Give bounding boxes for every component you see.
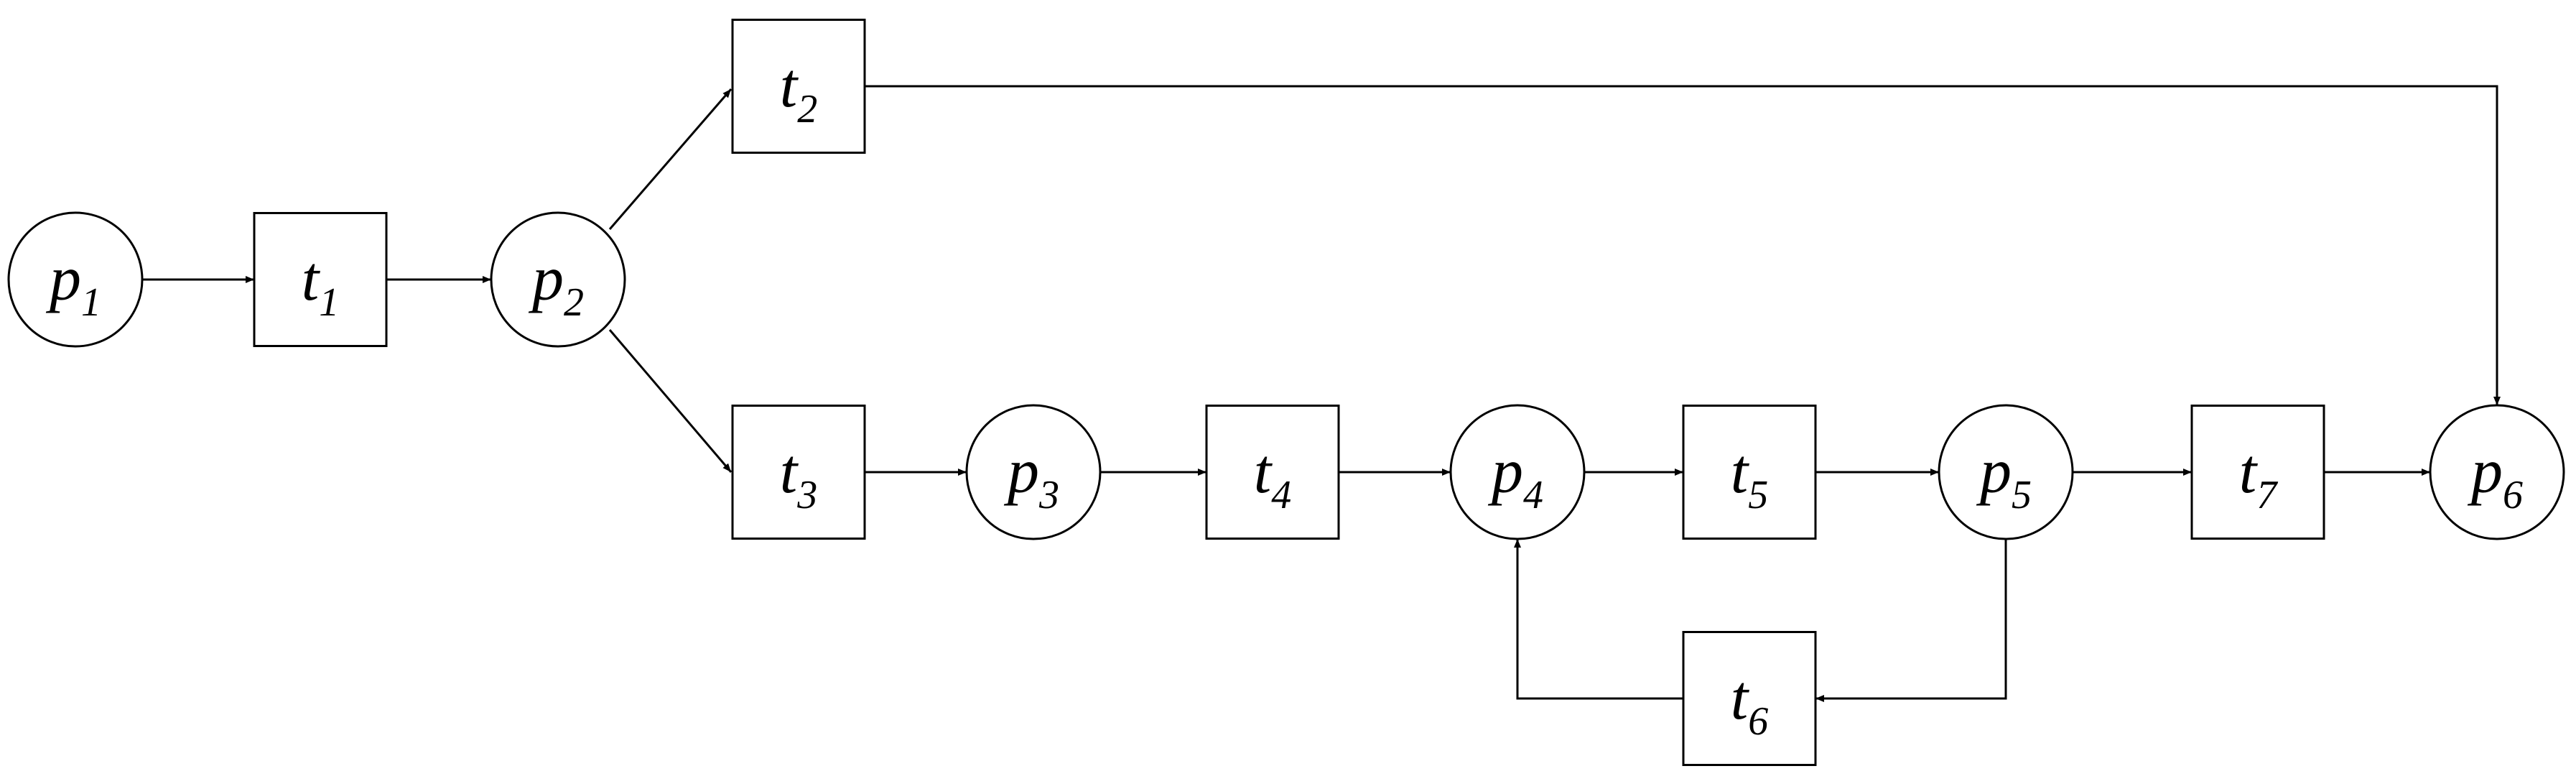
t6-label: t6	[1731, 663, 1768, 744]
transition-box	[1682, 405, 1817, 540]
place-p4: p4	[1449, 404, 1586, 540]
place-p2: p2	[490, 211, 626, 348]
place-circle	[490, 211, 626, 348]
t3-label-index: 3	[796, 473, 817, 517]
t5-label: t5	[1731, 437, 1768, 517]
p6-label: p6	[2467, 437, 2523, 517]
p5-label-index: 5	[2012, 473, 2032, 517]
place-circle	[1938, 404, 2074, 540]
place-circle	[1449, 404, 1586, 540]
p3-label-index: 3	[1038, 473, 1059, 517]
t7-label: t7	[2239, 437, 2278, 517]
p2-label: p2	[528, 244, 584, 325]
p4-label-index: 4	[1523, 473, 1543, 517]
arc-p5-to-t6	[1815, 539, 2007, 702]
place-p5: p5	[1938, 404, 2074, 540]
place-p6: p6	[2429, 404, 2565, 540]
t4-label-index: 4	[1271, 473, 1291, 517]
t6-label-index: 6	[1748, 699, 1768, 744]
t1-label-index: 1	[319, 280, 339, 325]
t7-label-letter: t	[2239, 437, 2259, 507]
t3-label: t3	[780, 437, 817, 517]
p4-label: p4	[1487, 437, 1543, 517]
t5-label-letter: t	[1731, 437, 1750, 507]
t4-label-letter: t	[1254, 437, 1273, 507]
t2-label-index: 2	[797, 87, 817, 132]
t3-label-letter: t	[780, 437, 799, 507]
transition-t3: t3	[731, 405, 866, 540]
transition-t5: t5	[1682, 405, 1817, 540]
place-p1: p1	[7, 211, 144, 348]
place-circle	[7, 211, 144, 348]
p5-label-letter: p	[1976, 437, 2012, 507]
arc-p2-to-t2	[608, 88, 733, 230]
transition-box	[253, 212, 388, 347]
t5-label-index: 5	[1748, 473, 1768, 517]
p3-label: p3	[1003, 437, 1059, 517]
place-p3: p3	[965, 404, 1102, 540]
transition-box	[1682, 631, 1817, 766]
p3-label-letter: p	[1003, 437, 1039, 507]
transition-t6: t6	[1682, 631, 1817, 766]
transition-box	[2190, 405, 2325, 540]
t7-label-index: 7	[2256, 473, 2278, 517]
arc-t2-to-p6	[865, 85, 2501, 405]
place-circle	[2429, 404, 2565, 540]
t2-label-letter: t	[780, 51, 799, 121]
p2-label-letter: p	[528, 244, 564, 314]
t1-label-letter: t	[302, 244, 321, 314]
t1-label: t1	[302, 244, 339, 325]
arc-p2-to-t3	[608, 329, 733, 473]
transition-box	[731, 19, 866, 154]
p2-label-index: 2	[564, 280, 584, 325]
transition-t4: t4	[1205, 405, 1340, 540]
p6-label-letter: p	[2467, 437, 2503, 507]
t2-label: t2	[780, 51, 817, 132]
p1-label-index: 1	[81, 280, 101, 325]
transition-t2: t2	[731, 19, 866, 154]
p1-label: p1	[45, 244, 101, 325]
transition-box	[1205, 405, 1340, 540]
arc-t6-to-p4	[1514, 539, 1683, 700]
transition-t7: t7	[2190, 405, 2325, 540]
arc-layer	[142, 85, 2501, 702]
transition-t1: t1	[253, 212, 388, 347]
transition-box	[731, 405, 866, 540]
place-circle	[965, 404, 1102, 540]
p5-label: p5	[1976, 437, 2032, 517]
t4-label: t4	[1254, 437, 1291, 517]
p4-label-letter: p	[1487, 437, 1523, 507]
p1-label-letter: p	[45, 244, 81, 314]
t6-label-letter: t	[1731, 663, 1750, 733]
p6-label-index: 6	[2503, 473, 2523, 517]
